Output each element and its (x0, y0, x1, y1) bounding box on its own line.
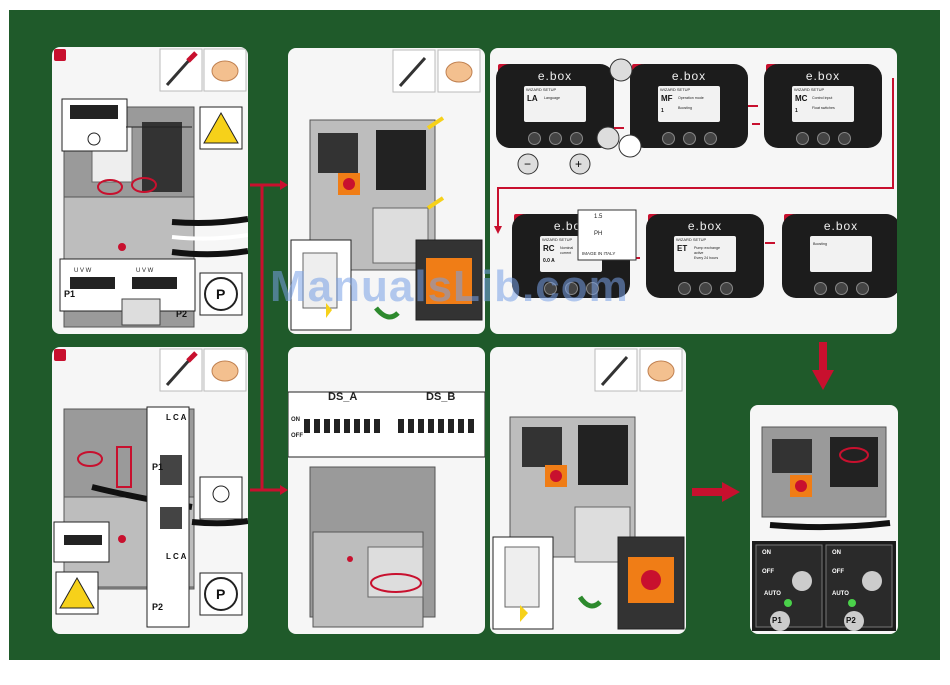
switch-off-label-p2: OFF (832, 569, 844, 575)
panel-step-6 (490, 347, 686, 634)
dip-off-label: OFF (291, 433, 303, 439)
down-arrow (812, 342, 834, 390)
ebox-screen-mf: e.box WIZARD SETUP MF Operation mode Boo… (630, 64, 748, 148)
badge-p2: P2 (152, 602, 164, 612)
switch-on-label-p1: ON (762, 550, 771, 556)
badge-p1: P1 (152, 462, 164, 472)
terminal-label-uvw-a: U V W (74, 268, 92, 274)
step-7-illustration (752, 426, 896, 631)
pump-symbol-p: P (216, 586, 226, 602)
badge-p1: P1 (64, 289, 76, 299)
plus-icon: + (575, 157, 582, 171)
panel-step-5: e.box WIZARD SETUP LA Language e.box WIZ… (490, 48, 897, 334)
dip-on-label: ON (291, 417, 300, 423)
connector-bracket (250, 180, 288, 495)
callout-note: IMAGE IN ITALY (582, 251, 616, 256)
badge-p1: P1 (772, 616, 782, 625)
switch-on-label-p2: ON (832, 550, 841, 556)
dip-switch-row-a (304, 419, 380, 433)
ebox-screen-boosting: e.box Boosting (782, 214, 897, 298)
terminal-label-lca-1: L C A (166, 413, 187, 422)
step-marker (54, 349, 66, 361)
step-3-illustration (290, 49, 483, 331)
panel-step-4: DS_A DS_B ON OFF (288, 347, 485, 634)
ebox-screen-mc: e.box WIZARD SETUP MC Control input Floa… (764, 64, 882, 148)
right-arrow (692, 482, 740, 502)
dip-group-a-label: DS_A (328, 391, 358, 403)
step-2-illustration (53, 348, 248, 628)
ebox-screen-la: e.box WIZARD SETUP LA Language (496, 64, 614, 148)
switch-off-label-p1: OFF (762, 569, 774, 575)
ebox-screen-et: e.box WIZARD SETUP ET Pump exchange acti… (646, 214, 764, 298)
callout-unit: PH (594, 231, 603, 237)
panel-step-1: U V W U V W P1 P2 P (52, 47, 248, 334)
panel-step-3 (288, 48, 485, 334)
terminal-label-lca-2: L C A (166, 552, 187, 561)
panel-step-2: L C A P1 L C A P2 P (52, 347, 248, 634)
terminal-label-uvw-b: U V W (136, 268, 154, 274)
switch-auto-label-p2: AUTO (832, 591, 849, 597)
pump-symbol-p: P (216, 286, 226, 302)
badge-p2: P2 (846, 616, 856, 625)
step-6-illustration (492, 348, 685, 630)
step-4-illustration (288, 391, 485, 628)
callout-value: 1.5 (594, 214, 603, 220)
panel-step-7: ON OFF AUTO ON OFF AUTO P1 P2 (750, 405, 898, 634)
dip-group-b-label: DS_B (426, 391, 456, 403)
dip-switch-row-b (398, 419, 474, 433)
step-marker (54, 49, 66, 61)
wizard-flow-arrows: − + (494, 58, 894, 261)
step-1-illustration (59, 48, 248, 328)
watermark-text: ManualsLib.com (270, 262, 629, 311)
switch-auto-label-p1: AUTO (764, 591, 781, 597)
minus-icon: − (524, 157, 531, 171)
badge-p2: P2 (176, 309, 188, 319)
